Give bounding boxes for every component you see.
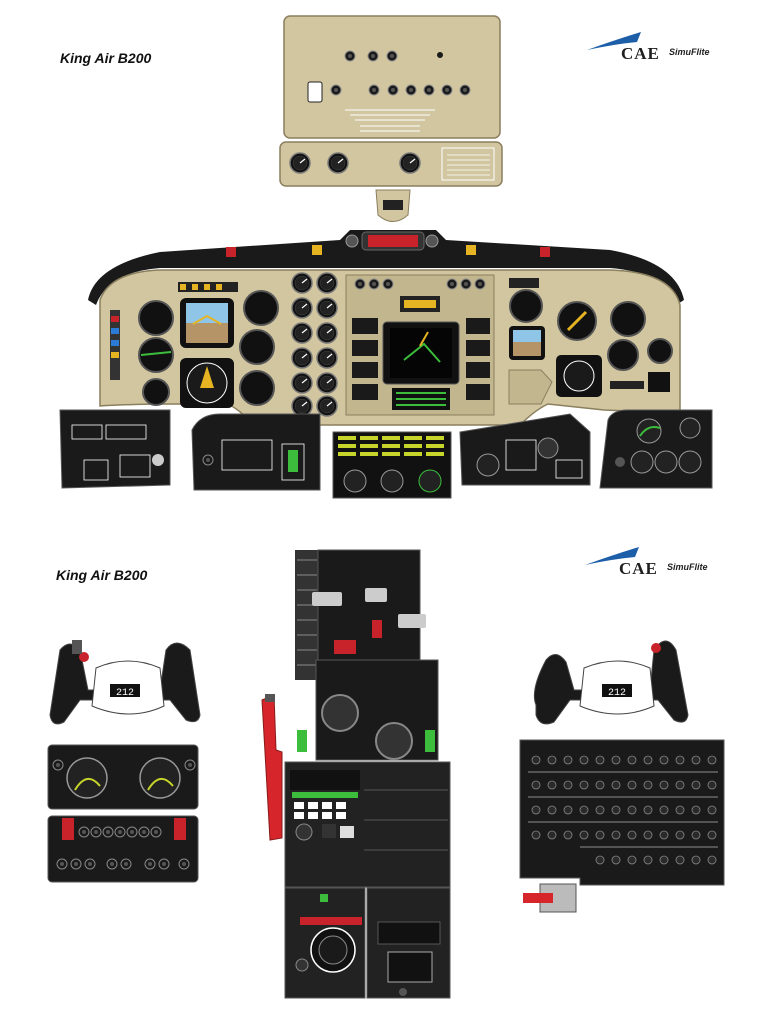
cae-swoosh-icon: [585, 547, 639, 565]
cae-logo-top: CAE SimuFlite: [585, 30, 735, 70]
cae-swoosh-icon: [587, 32, 641, 50]
page-title-top: King Air B200: [60, 50, 152, 66]
brand-name: CAE: [619, 559, 658, 578]
center-pedestal: [261, 549, 451, 999]
brand-product: SimuFlite: [669, 47, 710, 57]
overhead-panel: [279, 15, 503, 222]
page-title-bottom: King Air B200: [56, 567, 148, 583]
yoke-display-reading: 212: [116, 688, 134, 699]
cae-logo-bottom: CAE SimuFlite: [583, 545, 733, 585]
left-side-panels: [47, 744, 199, 883]
brand-product: SimuFlite: [667, 562, 708, 572]
yoke-left: [49, 640, 201, 725]
brand-name: CAE: [621, 44, 660, 63]
lower-panels: [59, 409, 713, 499]
circuit-breaker-panel: [519, 739, 725, 913]
yoke-right: [533, 640, 689, 725]
yoke-display-reading-right: 212: [608, 688, 626, 699]
main-instrument-panel: [99, 269, 681, 426]
